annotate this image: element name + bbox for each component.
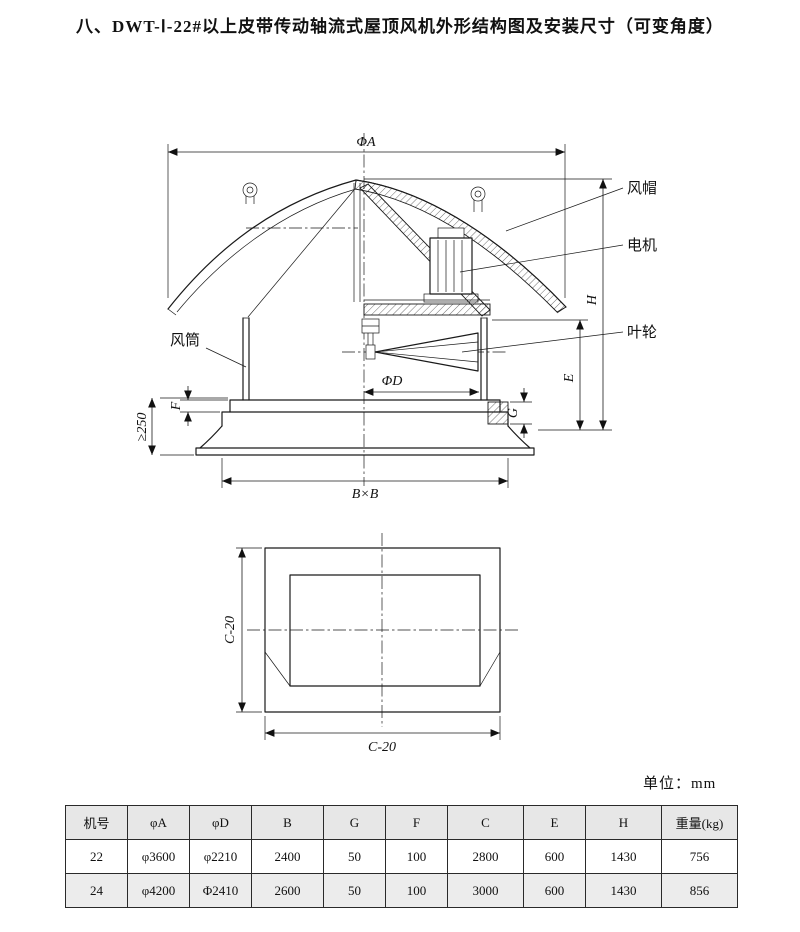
dim-label-min-curb: ≥250	[135, 413, 150, 442]
dimension-table: 机号 φA φD B G F C E H 重量(kg) 22 φ3600 φ22…	[65, 805, 738, 908]
lifting-eye-right	[470, 186, 486, 212]
cell-f: 100	[385, 839, 448, 874]
dim-label-f: F	[169, 401, 184, 411]
anchor-detail	[487, 401, 509, 425]
dimension-e: E	[492, 319, 588, 430]
dimension-phi-a: ΦA	[167, 135, 566, 298]
dim-label-phi-d: ΦD	[382, 374, 403, 389]
cell-c: 3000	[447, 873, 524, 908]
cell-model: 24	[65, 873, 128, 908]
elevation-view: ΦA	[135, 133, 657, 502]
cell-phi-d: φ2210	[189, 839, 252, 874]
dimension-g: G	[506, 388, 532, 438]
dimension-h: H	[364, 178, 612, 431]
unit-note: 单位：mm	[643, 776, 717, 792]
dimension-f: F	[169, 386, 228, 426]
label-wind-cap: 风帽	[505, 180, 657, 232]
technical-drawing: ΦA	[135, 133, 657, 755]
impeller	[342, 332, 508, 372]
cell-g: 50	[323, 839, 386, 874]
cell-h: 1430	[585, 873, 662, 908]
cell-weight: 756	[661, 839, 738, 874]
col-header-h: H	[585, 805, 662, 840]
label-motor: 电机	[459, 237, 657, 273]
dim-label-bxb: B×B	[352, 487, 379, 502]
table-header-row: 机号 φA φD B G F C E H 重量(kg)	[65, 805, 738, 840]
cell-b: 2400	[251, 839, 324, 874]
cell-b: 2600	[251, 873, 324, 908]
label-impeller: 叶轮	[461, 324, 657, 353]
dimension-plan-height: C-20	[223, 547, 262, 713]
plan-inner-outline	[289, 574, 481, 687]
dim-label-plan-width: C-20	[368, 740, 396, 755]
plan-corner-gussets	[264, 651, 501, 687]
page-title: 八、DWT-Ⅰ-22#以上皮带传动轴流式屋顶风机外形结构图及安装尺寸（可变角度）	[76, 17, 724, 36]
base-flange	[195, 399, 535, 456]
col-header-c: C	[447, 805, 524, 840]
col-header-e: E	[523, 805, 586, 840]
dimension-phi-d: ΦD	[364, 374, 479, 396]
label-duct: 风筒	[170, 332, 247, 368]
cell-phi-a: φ3600	[127, 839, 190, 874]
part-label-wind-cap: 风帽	[627, 180, 657, 197]
cell-f: 100	[385, 873, 448, 908]
cell-phi-d: Φ2410	[189, 873, 252, 908]
cell-c: 2800	[447, 839, 524, 874]
cell-e: 600	[523, 839, 586, 874]
plan-view: C-20 C-20	[223, 533, 518, 755]
cell-phi-a: φ4200	[127, 873, 190, 908]
cell-h: 1430	[585, 839, 662, 874]
belt-drive	[361, 318, 380, 345]
cell-model: 22	[65, 839, 128, 874]
dimension-min-curb: ≥250	[135, 397, 228, 456]
dim-label-e: E	[562, 373, 577, 383]
part-label-impeller: 叶轮	[627, 324, 657, 341]
dim-label-g: G	[506, 408, 521, 418]
dim-label-plan-height: C-20	[223, 616, 238, 644]
dim-label-phi-a: ΦA	[356, 135, 376, 150]
col-header-f: F	[385, 805, 448, 840]
cell-weight: 856	[661, 873, 738, 908]
wind-cap	[167, 179, 567, 318]
lifting-eye-left	[242, 182, 258, 204]
table-row: 22 φ3600 φ2210 2400 50 100 2800 600 1430…	[65, 839, 738, 874]
motor-platform	[363, 299, 491, 316]
col-header-weight: 重量(kg)	[661, 805, 738, 840]
cell-g: 50	[323, 873, 386, 908]
col-header-model: 机号	[65, 805, 128, 840]
dimension-plan-width: C-20	[264, 716, 501, 755]
dim-label-h: H	[585, 294, 600, 306]
part-label-duct: 风筒	[170, 332, 200, 349]
col-header-phi-a: φA	[127, 805, 190, 840]
col-header-g: G	[323, 805, 386, 840]
col-header-b: B	[251, 805, 324, 840]
duct-cylinder	[242, 317, 488, 401]
dimension-bxb: B×B	[221, 458, 509, 502]
part-label-motor: 电机	[627, 237, 657, 254]
col-header-phi-d: φD	[189, 805, 252, 840]
plan-center-lines	[247, 533, 518, 727]
cell-e: 600	[523, 873, 586, 908]
table-row: 24 φ4200 Φ2410 2600 50 100 3000 600 1430…	[65, 873, 738, 908]
motor	[423, 227, 479, 303]
